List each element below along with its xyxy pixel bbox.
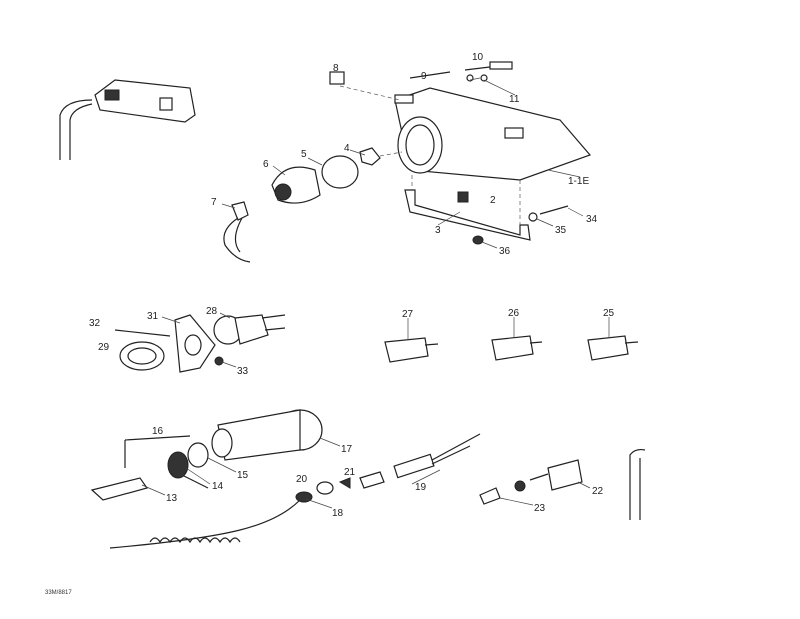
- callout-22: 22: [592, 486, 604, 497]
- callout-21: 21: [344, 467, 356, 478]
- taillight-assembly: [59, 79, 196, 160]
- switch-group: [384, 335, 639, 363]
- ignition-switch-group: [90, 409, 481, 549]
- callout-17: 17: [341, 444, 353, 455]
- callout-8: 8: [333, 63, 339, 74]
- callout-25: 25: [603, 308, 615, 319]
- callout-9: 9: [421, 71, 427, 82]
- headlight-housing: [394, 87, 592, 181]
- callout-18: 18: [332, 508, 344, 519]
- callout-20: 20: [296, 474, 308, 485]
- callout-5: 5: [301, 149, 307, 160]
- callout-26: 26: [508, 308, 520, 319]
- mounting-bracket: [404, 175, 569, 245]
- callout-36: 36: [499, 246, 511, 257]
- callout-14: 14: [212, 481, 224, 492]
- callout-2: 2: [490, 195, 496, 206]
- callout-3: 3: [435, 225, 441, 236]
- callout-7: 7: [211, 197, 217, 208]
- bulb-reflector-group: [223, 61, 513, 263]
- callout-13: 13: [166, 493, 178, 504]
- callout-29: 29: [98, 342, 110, 353]
- callout-32: 32: [89, 318, 101, 329]
- diagram-code: 33M/8817: [45, 590, 72, 596]
- callout-31: 31: [147, 311, 159, 322]
- callout-23: 23: [534, 503, 546, 514]
- callout-15: 15: [237, 470, 249, 481]
- callout-4: 4: [344, 143, 350, 154]
- callout-16: 16: [152, 426, 164, 437]
- gauge-mount-group: [114, 314, 286, 373]
- callout-10: 10: [472, 52, 484, 63]
- callout-labels: 1-1E 2 3 4 5 6 7 8 9 10 11 13 14 15 16 1…: [45, 52, 615, 596]
- callout-19: 19: [415, 482, 427, 493]
- callout-27: 27: [402, 309, 414, 320]
- callout-11: 11: [509, 94, 520, 105]
- callout-34: 34: [586, 214, 598, 225]
- callout-1-1e: 1-1E: [568, 176, 589, 187]
- toggle-switch-group: [479, 448, 646, 520]
- callout-6: 6: [263, 159, 269, 170]
- leader-lines: [141, 77, 610, 509]
- callout-28: 28: [206, 306, 218, 317]
- callout-35: 35: [555, 225, 567, 236]
- callout-33: 33: [237, 366, 249, 377]
